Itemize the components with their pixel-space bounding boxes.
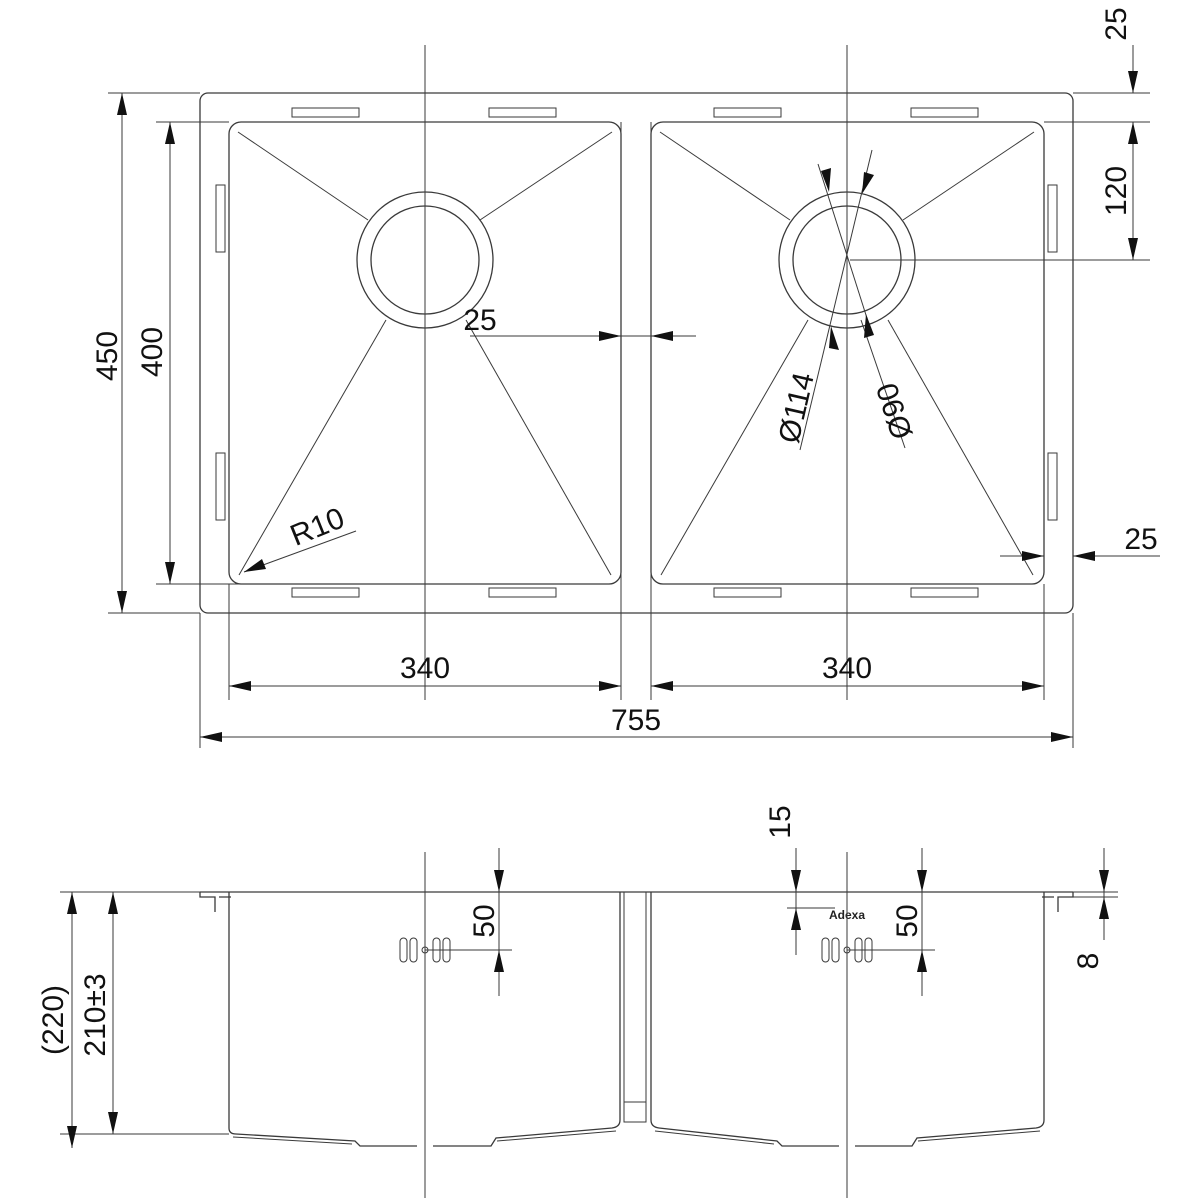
dim-bowl-depth: 400 (136, 327, 169, 377)
side-view: Adexa (37, 805, 1118, 1198)
dim-left-bowl-width: 340 (400, 652, 450, 685)
side-view-dimension-labels: (220) 210±3 50 50 15 8 (37, 805, 1105, 1056)
dim-right-bowl-width: 340 (822, 652, 872, 685)
dim-rim-offset-side: 25 (1124, 523, 1157, 556)
divider-wall (623, 892, 647, 1123)
mounting-clip (1047, 184, 1058, 253)
dim-overflow-height-right: 50 (891, 904, 924, 937)
mounting-clip (713, 587, 782, 598)
dim-drain-outer-diameter: Ø114 (773, 369, 821, 446)
extension-lines (108, 92, 1160, 748)
dim-rim-offset-top: 25 (1100, 7, 1133, 40)
side-extension-lines (60, 891, 1118, 1135)
mounting-clip (1047, 452, 1058, 521)
dim-drain-inner-diameter: Ø90 (871, 379, 920, 443)
mounting-clip (215, 452, 226, 521)
mounting-clip (910, 587, 979, 598)
dim-overall-width: 755 (611, 704, 661, 737)
mounting-clip (291, 587, 360, 598)
mounting-clip (910, 107, 979, 118)
dim-overflow-height-left: 50 (468, 904, 501, 937)
mounting-clips (215, 107, 1058, 598)
side-dimension-lines (67, 848, 1109, 1148)
left-bowl-profile (228, 892, 621, 1147)
sink-outer-rim (199, 92, 1074, 614)
mounting-clip (713, 107, 782, 118)
right-bowl-profile (650, 892, 1045, 1147)
bowl-slope-lines (237, 131, 1035, 576)
left-flange (199, 892, 231, 912)
dim-overall-depth: 450 (91, 331, 124, 381)
dim-overall-height: (220) (37, 985, 70, 1055)
dim-flange-thickness: 8 (1072, 953, 1105, 970)
mounting-clip (488, 587, 557, 598)
dim-bowl-height: 210±3 (79, 973, 112, 1056)
left-bowl-floor (232, 1130, 617, 1145)
dimension-lines (117, 45, 1138, 742)
mounting-clip (488, 107, 557, 118)
dim-drain-center-offset: 120 (1100, 166, 1133, 216)
dim-divider-gap: 25 (463, 304, 496, 337)
right-bowl-floor (654, 1130, 1041, 1145)
top-view: 755 340 340 450 400 25 25 120 25 R10 Ø11… (91, 7, 1160, 748)
right-flange (1042, 892, 1074, 912)
top-view-dimension-labels: 755 340 340 450 400 25 25 120 25 R10 Ø11… (91, 7, 1158, 737)
mounting-clip (215, 184, 226, 253)
mounting-clip (291, 107, 360, 118)
dim-flange-offset: 15 (764, 805, 797, 838)
